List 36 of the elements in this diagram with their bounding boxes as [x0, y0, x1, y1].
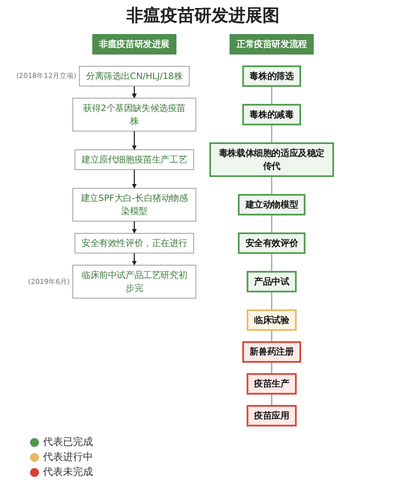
node-box: 建立原代细胞疫苗生产工艺: [74, 150, 194, 170]
node-box: 产品中试: [246, 270, 297, 292]
connector: [271, 253, 272, 272]
legend-text: 代表未完成: [43, 466, 93, 479]
node-box: 建立动物模型: [238, 194, 306, 216]
connector: [271, 86, 272, 105]
arrow: [132, 221, 137, 234]
connector: [271, 362, 272, 374]
connector: [271, 292, 272, 310]
node-box: 临床试验: [246, 309, 297, 331]
connector: [271, 176, 272, 195]
node-box: 建立SPF大白-长白猪动物感染模型: [72, 188, 196, 222]
connector: [271, 124, 272, 144]
node-box: 新兽药注册: [242, 341, 302, 363]
node-box: 疫苗生产: [246, 373, 297, 395]
connector: [271, 394, 272, 406]
node-box: 正常疫苗研发流程: [230, 34, 314, 54]
node-box: 疫苗应用: [246, 405, 297, 426]
node-box: 获得2个基因缺失候选疫苗株: [72, 98, 196, 132]
arrow: [132, 253, 137, 266]
connector: [271, 214, 272, 234]
node-box: 毒株的筛选: [242, 65, 302, 87]
node-box: 非瘟疫苗研发进展: [92, 34, 176, 54]
connector: [271, 330, 272, 342]
arrow: [132, 131, 137, 150]
arrow: [132, 170, 137, 188]
arrow: [132, 86, 137, 98]
node-box: 分离筛选出CN/HLJ/18株: [79, 66, 190, 86]
legend-text: 代表已完成: [43, 436, 93, 449]
node-box: 毒株的减毒: [242, 104, 302, 126]
legend-text: 代表进行中: [43, 450, 93, 464]
node-box: 安全有效性评价，正在进行: [74, 233, 194, 254]
node-box: 安全有效评价: [238, 232, 306, 254]
node-box: 毒株载体细胞的适应及稳定传代: [209, 142, 334, 177]
node-box: 临床前中试产品工艺研究初步完: [72, 264, 196, 298]
title: 非瘟疫苗研发进展图: [126, 5, 280, 27]
